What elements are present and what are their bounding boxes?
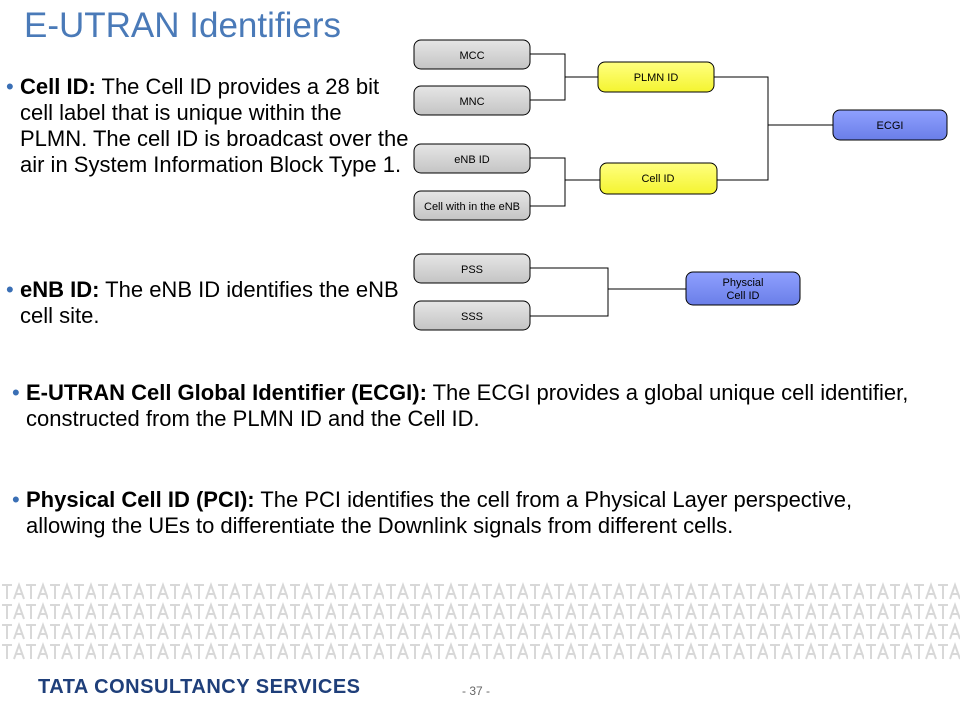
plmn-id-box: PLMN ID bbox=[597, 61, 715, 93]
bullet-dot-icon: • bbox=[6, 74, 14, 99]
bullet-text: The Cell ID provides a 28 bit cell label… bbox=[20, 74, 409, 177]
bullet-text: The ECGI provides a global unique cell i… bbox=[26, 380, 909, 431]
pss-box: PSS bbox=[413, 253, 531, 284]
bullet-term: eNB ID: bbox=[20, 277, 100, 302]
bullet-dot-icon: • bbox=[12, 487, 20, 512]
pci-label-line1: Physcial bbox=[723, 277, 764, 289]
enb-id-label: eNB ID bbox=[454, 154, 490, 166]
bullet-enb-id: • eNB ID: The eNB ID identifies the eNB … bbox=[6, 277, 400, 329]
ecgi-box: ECGI bbox=[832, 109, 948, 141]
plmn-id-label: PLMN ID bbox=[634, 72, 679, 84]
cell-in-enb-label: Cell with in the eNB bbox=[424, 201, 520, 213]
cell-id-box: Cell ID bbox=[599, 162, 718, 195]
connector-lines bbox=[530, 53, 833, 317]
bullet-text: The PCI identifies the cell from a Physi… bbox=[26, 487, 853, 538]
slide-title: E-UTRAN Identifiers bbox=[24, 6, 342, 45]
pss-label: PSS bbox=[461, 264, 483, 276]
bullet-cell-id: • Cell ID: The Cell ID provides a 28 bit… bbox=[6, 74, 410, 178]
bullet-ecgi: • E-UTRAN Cell Global Identifier (ECGI):… bbox=[12, 380, 926, 432]
cell-id-label: Cell ID bbox=[641, 173, 674, 185]
cell-in-enb-box: Cell with in the eNB bbox=[413, 190, 531, 221]
sss-label: SSS bbox=[461, 311, 483, 323]
physical-cell-id-box: Physcial Cell ID bbox=[685, 271, 801, 306]
sss-box: SSS bbox=[413, 300, 531, 331]
bullet-pci: • Physical Cell ID (PCI): The PCI identi… bbox=[12, 487, 926, 539]
bullet-term: Cell ID: bbox=[20, 74, 96, 99]
bullet-text: The eNB ID identifies the eNB cell site. bbox=[20, 277, 399, 328]
pci-label-line2: Cell ID bbox=[726, 290, 759, 302]
enb-id-box: eNB ID bbox=[413, 143, 531, 174]
bullet-dot-icon: • bbox=[12, 380, 20, 405]
tcs-logo: TATA CONSULTANCY SERVICES bbox=[38, 676, 361, 698]
bullet-term: Physical Cell ID (PCI): bbox=[26, 487, 255, 512]
decorative-pattern-band bbox=[0, 582, 960, 662]
page-number: - 37 - bbox=[462, 684, 491, 698]
mnc-label: MNC bbox=[459, 96, 484, 108]
mcc-label: MCC bbox=[459, 50, 484, 62]
ecgi-label: ECGI bbox=[877, 120, 904, 132]
bullet-dot-icon: • bbox=[6, 277, 14, 302]
bullet-term: E-UTRAN Cell Global Identifier (ECGI): bbox=[26, 380, 427, 405]
mcc-box: MCC bbox=[413, 39, 531, 70]
mnc-box: MNC bbox=[413, 85, 531, 116]
